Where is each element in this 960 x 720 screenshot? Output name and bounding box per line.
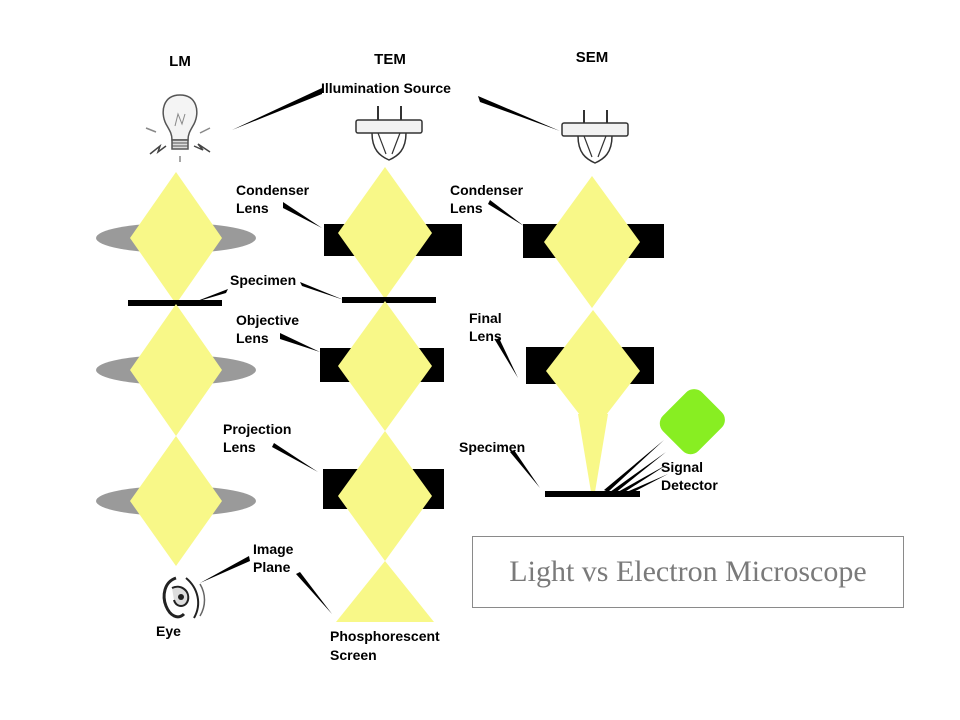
sem-electron-gun-icon bbox=[561, 110, 629, 164]
tem-condenser-label-line2: Lens bbox=[236, 200, 269, 216]
pointer-specimen-lm bbox=[192, 289, 228, 303]
lm-specimen-slide bbox=[128, 300, 222, 306]
lm-beam-projection bbox=[130, 436, 222, 566]
caption-title: Light vs Electron Microscope bbox=[509, 555, 867, 588]
pointer-final-lens bbox=[495, 338, 518, 378]
pointer-tem-condenser bbox=[283, 202, 322, 228]
tem-column-header: TEM bbox=[374, 51, 406, 68]
light-bulb-icon bbox=[145, 94, 211, 162]
tem-condenser-label-line1: Condenser bbox=[236, 182, 310, 198]
tem-beam-condenser bbox=[338, 167, 432, 299]
pointer-specimen-sem bbox=[510, 450, 540, 488]
pointer-image-plane-lm bbox=[200, 556, 250, 583]
eye-label: Eye bbox=[156, 623, 181, 639]
sem-beam-condenser bbox=[544, 176, 640, 308]
projection-label-line2: Lens bbox=[223, 439, 256, 455]
sem-specimen-stage bbox=[545, 491, 640, 497]
objective-label-line2: Lens bbox=[236, 330, 269, 346]
lm-beam-condenser bbox=[130, 172, 222, 304]
tem-beam-objective bbox=[338, 301, 432, 431]
objective-label-line1: Objective bbox=[236, 312, 299, 328]
eye-icon bbox=[162, 576, 206, 619]
pointer-sem-condenser bbox=[488, 200, 524, 226]
projection-label-line1: Projection bbox=[223, 421, 291, 437]
phosphorescent-label-line2: Screen bbox=[330, 647, 377, 663]
signal-detector-label-line1: Signal bbox=[661, 459, 703, 475]
signal-detector bbox=[659, 389, 725, 455]
pointer-image-plane-tem bbox=[296, 572, 332, 614]
final-lens-label-line1: Final bbox=[469, 310, 502, 326]
pointer-objective bbox=[280, 333, 320, 352]
sem-beam-final bbox=[546, 310, 640, 432]
specimen-label-sem: Specimen bbox=[459, 439, 525, 455]
pointer-projection bbox=[272, 443, 318, 472]
sem-column-header: SEM bbox=[576, 49, 609, 66]
illumination-source-label: Illumination Source bbox=[321, 80, 451, 96]
lm-column-header: LM bbox=[169, 53, 191, 70]
lm-beam-objective bbox=[130, 304, 222, 436]
signal-emission-lines bbox=[604, 440, 668, 496]
pointer-illumination-sem bbox=[478, 96, 560, 131]
tem-beam-projection bbox=[338, 431, 432, 561]
tem-beam-to-screen bbox=[336, 561, 434, 622]
signal-detector-label-line2: Detector bbox=[661, 477, 718, 493]
tem-specimen-grid bbox=[342, 297, 436, 303]
phosphorescent-label-line1: Phosphorescent bbox=[330, 628, 440, 644]
sem-condenser-label-line1: Condenser bbox=[450, 182, 524, 198]
final-lens-label-line2: Lens bbox=[469, 328, 502, 344]
specimen-label-tem: Specimen bbox=[230, 272, 296, 288]
tem-electron-gun-icon bbox=[355, 106, 423, 161]
sem-beam-probe bbox=[578, 414, 608, 492]
pointer-specimen-tem bbox=[300, 282, 344, 300]
sem-condenser-label-line2: Lens bbox=[450, 200, 483, 216]
pointer-illumination-lm bbox=[232, 88, 322, 130]
image-plane-label-line1: Image bbox=[253, 541, 294, 557]
caption-box: Light vs Electron Microscope bbox=[472, 536, 904, 608]
image-plane-label-line2: Plane bbox=[253, 559, 291, 575]
